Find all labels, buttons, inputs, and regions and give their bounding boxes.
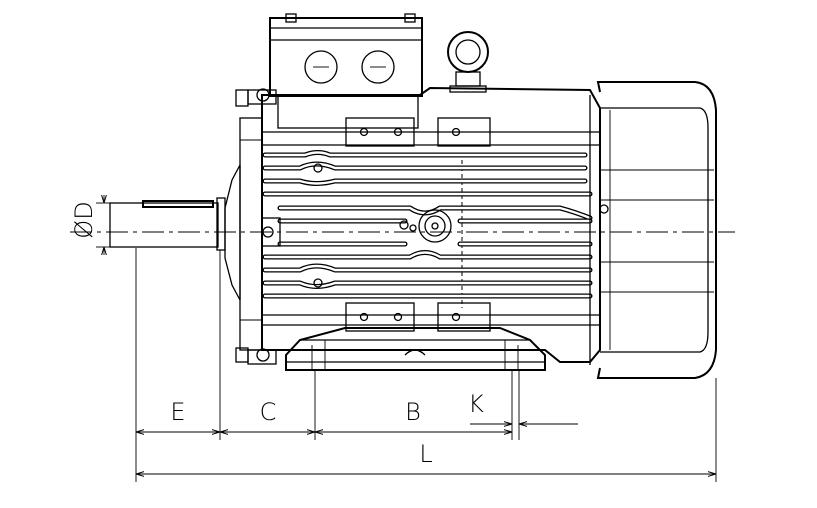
dimension-label-K: K <box>468 390 484 418</box>
fan-cover <box>589 81 717 379</box>
mounting-feet <box>285 327 546 371</box>
dimension-label-D: ØD <box>70 201 98 238</box>
dimension-row: E C B K <box>136 390 578 432</box>
lower-mounting-pads <box>345 302 491 332</box>
motor-body <box>261 86 601 363</box>
drive-end-shield <box>224 88 277 365</box>
extension-lines <box>135 248 717 482</box>
dimension-D: ØD <box>70 195 110 255</box>
dimension-label-E: E <box>170 398 185 426</box>
dimension-label-C: C <box>260 398 277 426</box>
upper-mounting-pads <box>345 117 491 147</box>
lifting-boss <box>399 204 609 243</box>
dimension-label-L: L <box>419 440 432 468</box>
cooling-fins <box>261 150 593 299</box>
terminal-box <box>269 13 423 129</box>
lifting-eye <box>447 31 489 93</box>
dimension-label-B: B <box>405 398 421 426</box>
dimension-L: L <box>136 440 716 474</box>
shaft <box>109 197 226 251</box>
